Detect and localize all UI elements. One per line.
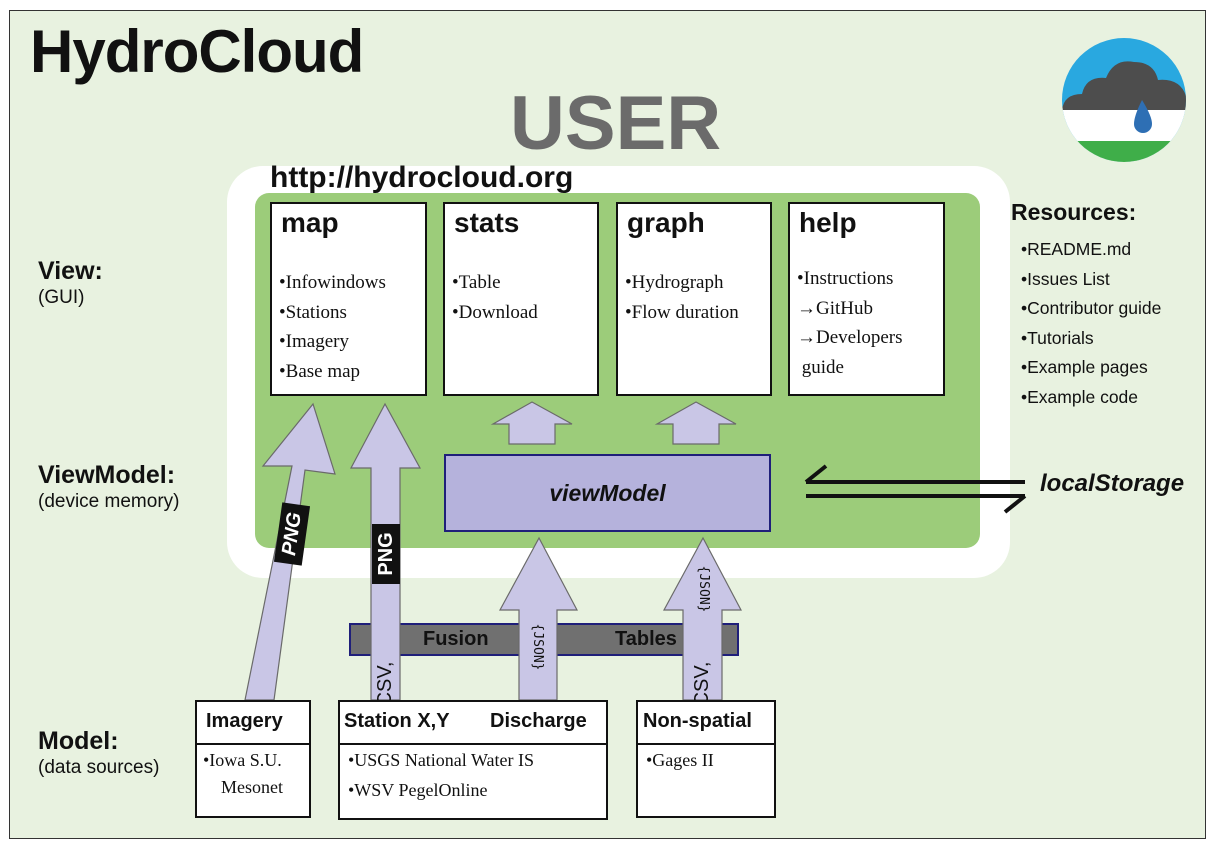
- model-layer-sub: (data sources): [38, 757, 160, 778]
- discharge-source-title: Discharge: [490, 710, 587, 732]
- map-panel-title: map: [281, 207, 339, 238]
- divider: [197, 743, 309, 745]
- resource-item: •Example code: [1021, 386, 1139, 407]
- divider: [638, 743, 774, 745]
- list-item: guide: [797, 356, 844, 378]
- list-item: •USGS National Water IS: [348, 750, 535, 770]
- tables-label: Tables: [615, 628, 677, 650]
- resource-item: •Tutorials: [1021, 327, 1094, 348]
- json-label-discharge: {JSON}: [530, 623, 545, 671]
- nonspatial-arrow: [662, 536, 742, 701]
- hydrocloud-logo: [1062, 38, 1186, 162]
- resource-item: •Example pages: [1021, 357, 1148, 377]
- resources-heading: Resources:: [1011, 199, 1137, 225]
- list-item: •Base map: [279, 360, 361, 382]
- app-url: http://hydrocloud.org: [270, 161, 574, 194]
- png-label-station: PNG: [372, 524, 400, 584]
- viewmodel-layer-label: ViewModel: (device memory): [38, 460, 179, 515]
- list-item: •Hydrograph: [625, 272, 724, 293]
- list-item: Mesonet: [221, 777, 283, 797]
- json-label-nonspatial: {JSON}: [696, 565, 711, 613]
- list-item: •Instructions: [797, 268, 894, 289]
- localstorage-label: localStorage: [1040, 470, 1185, 497]
- help-panel-list: •Instructions →GitHub →Developers guide: [797, 264, 903, 382]
- station-source-title: Station X,Y: [344, 710, 450, 732]
- viewmodel-layer-sub: (device memory): [38, 491, 180, 512]
- model-layer-name: Model:: [38, 727, 119, 755]
- divider: [340, 743, 606, 745]
- nonspatial-source-title: Non-spatial: [643, 710, 752, 732]
- stats-panel: stats •Table •Download: [443, 202, 599, 396]
- help-panel-title: help: [799, 207, 857, 238]
- discharge-json-arrow: [498, 536, 578, 701]
- model-layer-label: Model: (data sources): [38, 726, 159, 781]
- graph-up-arrow: [654, 401, 737, 445]
- sync-arrows: [804, 464, 1027, 514]
- imagery-source-title: Imagery: [206, 710, 283, 732]
- graph-panel: graph •Hydrograph •Flow duration: [616, 202, 772, 396]
- resources-items: •README.md •Issues List •Contributor gui…: [1021, 235, 1161, 412]
- view-layer-sub: (GUI): [38, 287, 85, 308]
- stats-panel-title: stats: [454, 207, 520, 238]
- viewmodel-layer-name: ViewModel:: [38, 461, 176, 489]
- stats-up-arrow: [490, 401, 573, 445]
- diagram-title: HydroCloud: [30, 18, 364, 85]
- list-item: •Iowa S.U.: [203, 750, 282, 770]
- fusion-label: Fusion: [423, 628, 489, 650]
- view-layer-name: View:: [38, 257, 103, 285]
- nonspatial-source-box: Non-spatial •Gages II: [636, 700, 776, 818]
- resources-list: Resources: •README.md •Issues List •Cont…: [1011, 199, 1161, 412]
- list-item: •Download: [452, 301, 538, 323]
- map-panel-list: •Infowindows •Stations •Imagery •Base ma…: [279, 268, 386, 386]
- resource-item: •Issues List: [1021, 268, 1110, 289]
- list-item: →Developers: [797, 327, 903, 348]
- viewmodel-box: viewModel: [444, 454, 771, 532]
- list-item: •Flow duration: [625, 301, 739, 323]
- list-item: •Infowindows: [279, 272, 386, 293]
- imagery-source-box: Imagery •Iowa S.U. Mesonet: [195, 700, 311, 818]
- user-label: USER: [510, 81, 722, 166]
- help-panel: help •Instructions →GitHub →Developers g…: [788, 202, 945, 396]
- station-source-box: Station X,Y Discharge •USGS National Wat…: [338, 700, 608, 820]
- stats-panel-list: •Table •Download: [452, 268, 538, 327]
- list-item: •Imagery: [279, 331, 349, 352]
- list-item: •Table: [452, 272, 501, 293]
- list-item: •WSV PegelOnline: [348, 780, 488, 800]
- graph-panel-list: •Hydrograph •Flow duration: [625, 268, 739, 327]
- list-item: •Gages II: [646, 750, 714, 770]
- list-item: •Stations: [279, 301, 347, 323]
- graph-panel-title: graph: [627, 207, 705, 238]
- resource-item: •Contributor guide: [1021, 298, 1162, 318]
- map-panel: map •Infowindows •Stations •Imagery •Bas…: [270, 202, 427, 396]
- resource-item: •README.md: [1021, 239, 1132, 259]
- list-item: →GitHub: [797, 297, 873, 319]
- view-layer-label: View: (GUI): [38, 256, 103, 311]
